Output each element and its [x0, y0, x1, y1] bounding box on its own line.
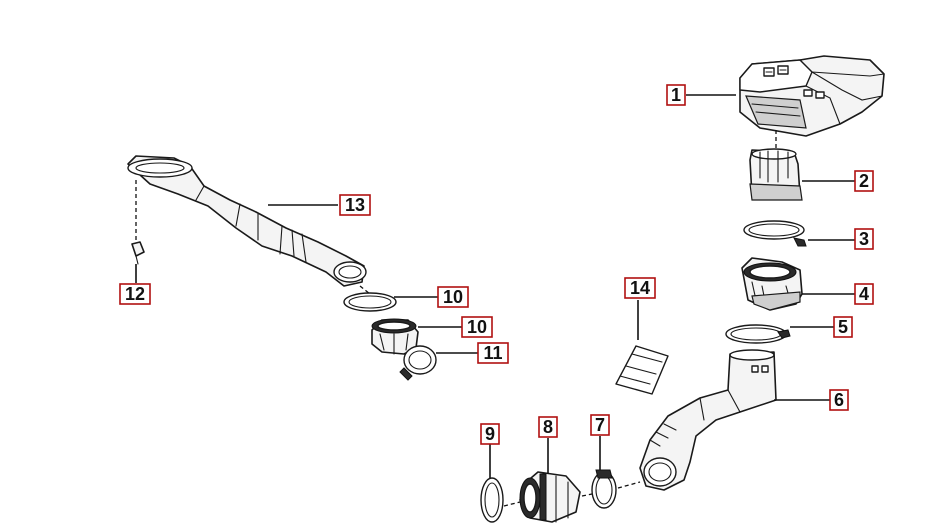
- callout-4-text: 4: [859, 284, 869, 304]
- callout-12-text: 12: [125, 284, 145, 304]
- sealing-ring-part-9: [480, 477, 504, 523]
- coupling-sleeve-part: [519, 471, 581, 523]
- callout-14: 14: [624, 277, 656, 299]
- intake-adapter-part: [741, 257, 803, 311]
- callout-8-text: 8: [543, 417, 553, 437]
- part-8-alignment-dash: [581, 493, 593, 497]
- callout-13: 13: [339, 194, 371, 216]
- intake-snorkel-tube-part: [127, 155, 367, 287]
- seal-ring-part-10-upper: [343, 292, 397, 312]
- callout-14-text: 14: [630, 278, 650, 298]
- callout-3-text: 3: [859, 229, 869, 249]
- hose-clamp-part-10-lower: [399, 345, 437, 381]
- callout-2-text: 2: [859, 171, 869, 191]
- callout-6: 6: [829, 389, 849, 411]
- adapter-sleeve-part: [371, 318, 419, 355]
- filter-pad-part: [615, 345, 669, 395]
- band-clamp-part: [743, 220, 807, 247]
- callout-5-text: 5: [838, 317, 848, 337]
- callout-11: 10: [461, 316, 493, 338]
- callout-10-upper-text: 10: [443, 287, 463, 307]
- callout-10-upper: 10: [437, 286, 469, 308]
- hose-clamp-part-5: [725, 324, 791, 344]
- callout-10-lower: 11: [477, 342, 509, 364]
- callout-9-text: 9: [485, 424, 495, 444]
- callout-4: 4: [854, 283, 874, 305]
- intake-duct-hose-part: [639, 349, 777, 491]
- callout-10-lower-text: 11: [483, 343, 502, 363]
- push-rivet-part: [131, 241, 145, 265]
- callout-11-text: 10: [467, 317, 487, 337]
- callout-7-text: 7: [595, 415, 605, 435]
- hose-clamp-part-7: [591, 469, 617, 509]
- callout-6-text: 6: [834, 390, 844, 410]
- callout-13-text: 13: [345, 195, 365, 215]
- callout-7: 7: [590, 414, 610, 436]
- rubber-boot-part: [749, 148, 803, 201]
- air-box-housing-part: [739, 55, 885, 137]
- callout-2: 2: [854, 170, 874, 192]
- callout-12: 12: [119, 283, 151, 305]
- callout-5: 5: [833, 316, 853, 338]
- part-7-alignment-dash: [617, 481, 641, 489]
- callout-3: 3: [854, 228, 874, 250]
- part-9-alignment-dash: [503, 501, 521, 507]
- callout-1: 1: [666, 84, 686, 106]
- callout-1-text: 1: [671, 85, 681, 105]
- callout-9: 9: [480, 423, 500, 445]
- callout-8: 8: [538, 416, 558, 438]
